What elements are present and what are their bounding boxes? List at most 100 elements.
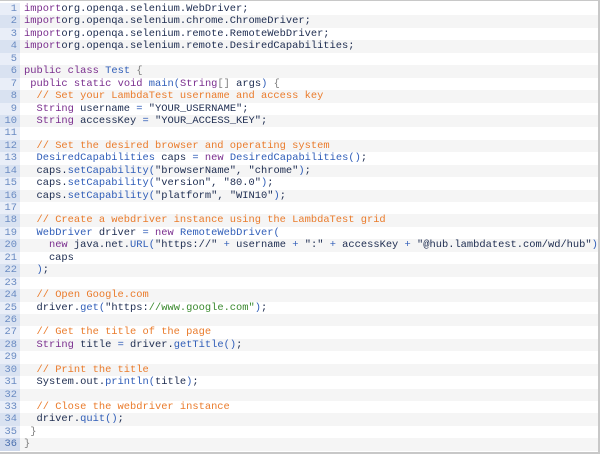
code-token: setCapability (67, 189, 149, 202)
code-token: { (136, 65, 143, 78)
code-line[interactable]: 9 String username = "YOUR_USERNAME"; (0, 102, 598, 115)
code-token (24, 401, 36, 413)
code-token: , (217, 189, 230, 202)
code-line[interactable]: 24 // Open Google.com (0, 289, 598, 302)
line-content: importorg.openqa.selenium.chrome.ChromeD… (20, 15, 598, 28)
code-token: class (67, 65, 99, 78)
code-line[interactable]: 20 new java.net.URL("https://" + usernam… (0, 239, 598, 252)
code-token: import (24, 40, 62, 53)
code-line[interactable]: 29 (0, 351, 598, 364)
code-token: ) (591, 239, 598, 252)
code-token: () (105, 413, 118, 426)
code-token (24, 326, 36, 338)
line-content: caps.setCapability("platform", "WIN10"); (20, 189, 598, 202)
line-number: 35 (0, 425, 20, 439)
code-line[interactable]: 13 DesiredCapabilities caps = new Desire… (0, 152, 598, 165)
line-number: 2 (0, 15, 20, 28)
code-line[interactable]: 19 WebDriver driver = new RemoteWebDrive… (0, 226, 598, 240)
line-content: DesiredCapabilities caps = new DesiredCa… (20, 152, 598, 164)
line-number: 14 (0, 164, 20, 178)
line-content: System.out.println(title); (20, 376, 598, 388)
code-line[interactable]: 17 (0, 202, 598, 215)
code-line[interactable]: 15 caps.setCapability("version", "80.0")… (0, 177, 598, 190)
code-token: title (154, 376, 187, 389)
code-token: "browserName" (154, 164, 237, 177)
code-line[interactable]: 21 caps (0, 251, 598, 265)
code-token: // Create a webdriver instance using the… (36, 214, 386, 227)
code-line[interactable]: 8 // Set your LambdaTest username and ac… (0, 90, 598, 103)
code-token: accessKey (73, 114, 143, 127)
code-line[interactable]: 5 (0, 52, 598, 66)
code-line[interactable]: 18 // Create a webdriver instance using … (0, 214, 598, 227)
line-content: driver.quit(); (20, 413, 598, 426)
line-number: 29 (0, 351, 20, 364)
code-token: public (24, 65, 62, 78)
code-line[interactable]: 7 public static void main(String[] args)… (0, 77, 598, 91)
code-token: caps. (24, 164, 68, 177)
code-line[interactable]: 10 String accessKey = "YOUR_ACCESS_KEY"; (0, 114, 598, 128)
code-token: org.openqa.selenium.remote.DesiredCapabi… (61, 40, 355, 53)
line-number: 12 (0, 139, 20, 153)
code-token: "platform" (154, 189, 218, 202)
code-line[interactable]: 23 (0, 276, 598, 290)
code-line[interactable]: 25 driver.get("https://www.google.com"); (0, 301, 598, 314)
code-token: // Set your LambdaTest username and acce… (36, 90, 324, 103)
line-number: 15 (0, 177, 20, 190)
code-token (24, 227, 36, 239)
code-line[interactable]: 32 (0, 388, 598, 401)
code-line[interactable]: 22 ); (0, 264, 598, 277)
code-token: Test (105, 65, 131, 78)
code-line[interactable]: 27 // Get the title of the page (0, 326, 598, 339)
code-line[interactable]: 31 System.out.println(title); (0, 376, 598, 389)
code-token: "@hub.lambdatest.com/wd/hub" (417, 239, 592, 252)
code-line[interactable]: 35 } (0, 425, 598, 439)
code-token: ; (261, 114, 268, 127)
code-line[interactable]: 16 caps.setCapability("platform", "WIN10… (0, 189, 598, 202)
code-token: "chrome" (248, 164, 299, 177)
code-token (24, 339, 36, 351)
code-token: () (348, 152, 361, 165)
line-number: 30 (0, 363, 20, 377)
code-line[interactable]: 28 String title = driver.getTitle(); (0, 338, 598, 352)
code-line[interactable]: 33 // Close the webdriver instance (0, 401, 598, 414)
code-line[interactable]: 12 // Set the desired browser and operat… (0, 139, 598, 153)
code-token: // Get the title of the page (36, 326, 212, 339)
code-token: public (30, 77, 68, 90)
line-number: 9 (0, 102, 20, 115)
code-token: setCapability (67, 164, 149, 177)
code-line[interactable]: 36} (0, 438, 598, 451)
code-token: + (292, 239, 299, 252)
code-token: // Close the webdriver instance (36, 401, 230, 413)
code-token: "WIN10" (229, 189, 274, 202)
code-line[interactable]: 26 (0, 313, 598, 327)
code-token: ; (267, 177, 274, 190)
code-token: caps. (24, 177, 68, 190)
code-token: ( (148, 239, 155, 252)
code-token: ) (273, 189, 280, 202)
code-token: import (24, 3, 62, 15)
line-content: // Open Google.com (20, 289, 598, 302)
code-token (24, 364, 36, 376)
line-number: 7 (0, 77, 20, 91)
code-line[interactable]: 11 (0, 127, 598, 140)
code-token: URL (130, 239, 149, 252)
code-line[interactable]: 34 driver.quit(); (0, 413, 598, 426)
line-content: public class Test { (20, 65, 598, 78)
line-number: 24 (0, 289, 20, 302)
code-token (24, 115, 36, 127)
line-number: 33 (0, 401, 20, 414)
line-content: caps.setCapability("browserName", "chrom… (20, 164, 598, 178)
line-content: WebDriver driver = new RemoteWebDriver( (20, 227, 598, 239)
line-content: importorg.openqa.selenium.remote.RemoteW… (20, 28, 598, 40)
code-line[interactable]: 30 // Print the title (0, 363, 598, 377)
code-token: } (24, 438, 31, 451)
code-token: ; (236, 338, 243, 351)
code-line[interactable]: 14 caps.setCapability("browserName", "ch… (0, 164, 598, 178)
